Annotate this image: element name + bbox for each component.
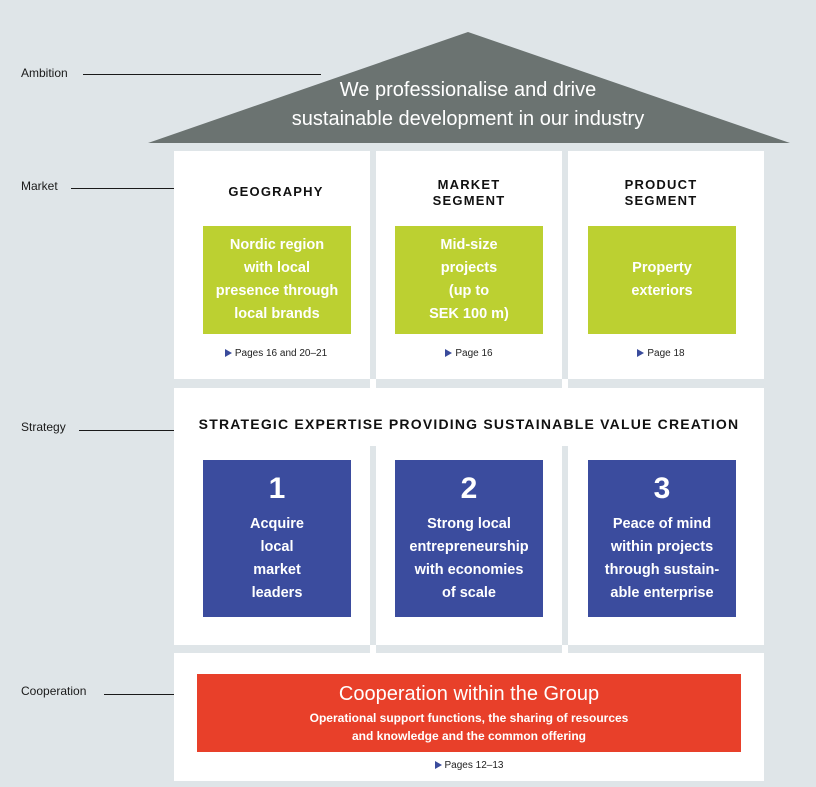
- green-box-text: Mid-size projects (up to SEK 100 m): [429, 237, 509, 322]
- green-box-geography: Nordic region with local presence throug…: [203, 226, 351, 334]
- connector: [562, 379, 568, 388]
- market-leader-line: [71, 188, 174, 189]
- cooperation-subtitle: Operational support functions, the shari…: [309, 711, 629, 743]
- page-ref-text: Page 18: [647, 348, 685, 359]
- page-ref-product-segment[interactable]: Page 18: [566, 348, 756, 359]
- green-box-product-segment: Property exteriors: [588, 226, 736, 334]
- green-box-text: Property exteriors: [631, 260, 693, 299]
- strategy-header-panel: [174, 388, 764, 446]
- page-ref-geography[interactable]: Pages 16 and 20–21: [181, 348, 371, 359]
- strategy-number: 2: [460, 472, 478, 505]
- strategy-text: Peace of mind within projects through su…: [604, 516, 720, 601]
- arrow-right-icon: [434, 761, 442, 769]
- label-ambition: Ambition: [21, 66, 68, 80]
- connector: [562, 645, 568, 653]
- label-strategy: Strategy: [21, 420, 66, 434]
- ambition-line-1: We professionalise and drive: [339, 79, 597, 101]
- page-ref-market-segment[interactable]: Page 16: [374, 348, 564, 359]
- page-ref-text: Page 16: [455, 348, 493, 359]
- strategy-title: STRATEGIC EXPERTISE PROVIDING SUSTAINABL…: [198, 416, 740, 432]
- label-cooperation: Cooperation: [21, 684, 87, 698]
- connector: [370, 645, 376, 653]
- ambition-line-2: sustainable development in our industry: [291, 108, 645, 130]
- label-market: Market: [21, 179, 58, 193]
- strategy-leader-line: [79, 430, 174, 431]
- green-box-text: Nordic region with local presence throug…: [215, 237, 339, 322]
- strategy-box-3: 3 Peace of mind within projects through …: [588, 460, 736, 617]
- strategy-text: Strong local entrepreneurship with econo…: [409, 516, 529, 601]
- column-title-product-segment: PRODUCT SEGMENT: [624, 177, 698, 208]
- green-box-market-segment: Mid-size projects (up to SEK 100 m): [395, 226, 543, 334]
- strategy-number: 3: [653, 472, 671, 505]
- strategy-box-1: 1 Acquire local market leaders: [203, 460, 351, 617]
- arrow-right-icon: [445, 349, 453, 357]
- strategy-text: Acquire local market leaders: [250, 516, 304, 601]
- connector: [370, 379, 376, 388]
- arrow-right-icon: [637, 349, 645, 357]
- strategy-number: 1: [268, 472, 286, 505]
- column-title-geography: GEOGRAPHY: [228, 184, 324, 199]
- page-ref-text: Pages 12–13: [444, 760, 504, 771]
- ambition-leader-line: [83, 74, 321, 75]
- strategy-box-2: 2 Strong local entrepreneurship with eco…: [395, 460, 543, 617]
- arrow-right-icon: [224, 349, 232, 357]
- page-ref-cooperation[interactable]: Pages 12–13: [374, 760, 564, 771]
- page-ref-text: Pages 16 and 20–21: [234, 348, 328, 359]
- column-title-market-segment: MARKET SEGMENT: [432, 177, 506, 208]
- cooperation-leader-line: [104, 694, 174, 695]
- cooperation-box: Cooperation within the Group Operational…: [197, 674, 741, 752]
- cooperation-title: Cooperation within the Group: [338, 683, 600, 705]
